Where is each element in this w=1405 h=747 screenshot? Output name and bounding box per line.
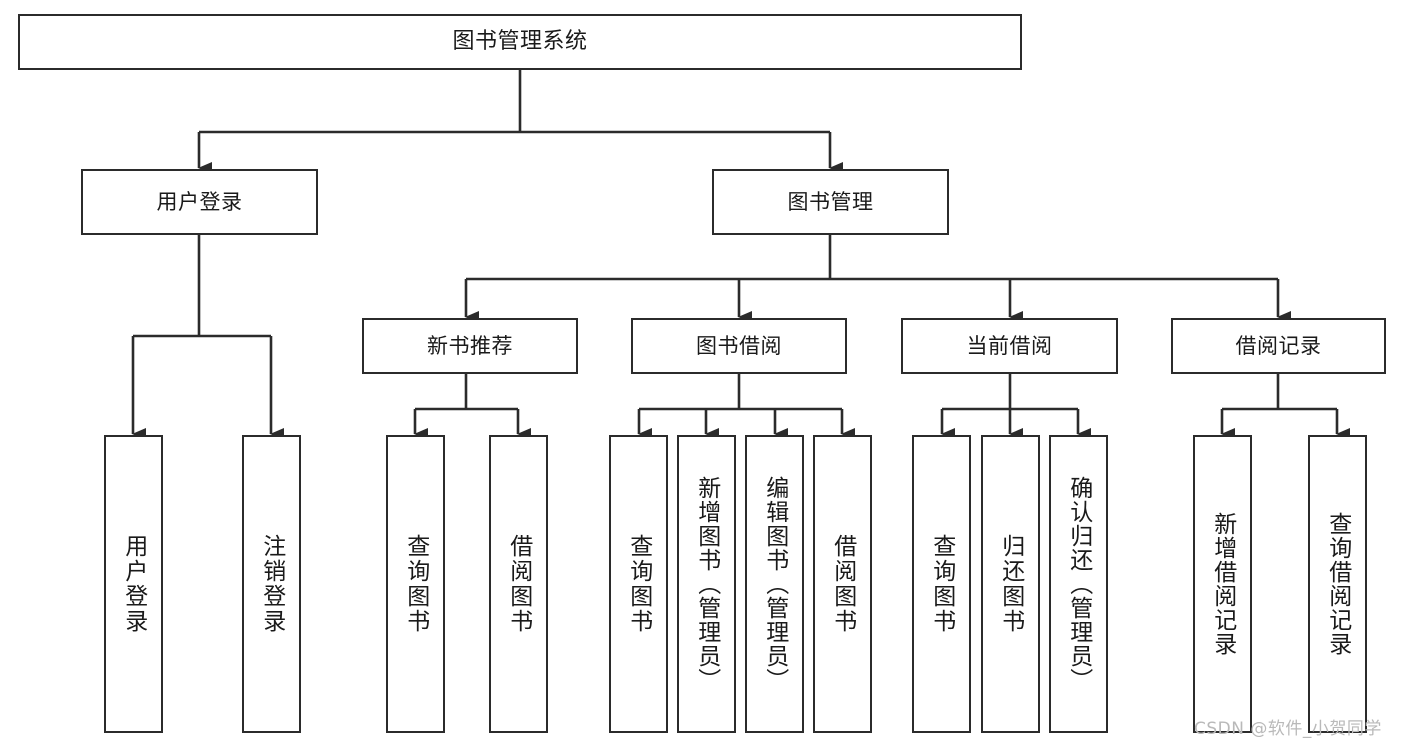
leaf-borrow-borrow-book[interactable]: 借阅图书 [813, 435, 872, 733]
node-label: 查询图书 [928, 534, 955, 634]
node-label: 查询图书 [402, 534, 429, 634]
node-label: 当前借阅 [966, 333, 1053, 358]
node-root-system[interactable]: 图书管理系统 [18, 14, 1022, 70]
leaf-borrow-edit-book-admin[interactable]: 编辑图书（管理员） [745, 435, 804, 733]
node-label: 借阅记录 [1235, 333, 1322, 358]
node-label: 借阅图书 [829, 534, 856, 634]
node-label: 确认归还（管理员） [1065, 476, 1092, 692]
node-label: 图书管理系统 [452, 29, 588, 55]
node-label: 编辑图书（管理员） [761, 476, 788, 692]
leaf-borrow-add-book-admin[interactable]: 新增图书（管理员） [677, 435, 736, 733]
node-label: 用户登录 [120, 534, 147, 634]
node-book-borrow[interactable]: 图书借阅 [631, 318, 847, 374]
node-label: 图书借阅 [696, 333, 782, 358]
node-label: 图书管理 [787, 189, 874, 214]
node-label: 新增图书（管理员） [693, 476, 720, 692]
leaf-current-confirm-return-admin[interactable]: 确认归还（管理员） [1049, 435, 1108, 733]
node-label: 归还图书 [997, 534, 1024, 634]
csdn-watermark: CSDN @软件_小贺同学 [1194, 719, 1382, 739]
node-current-borrow[interactable]: 当前借阅 [901, 318, 1118, 374]
node-book-management[interactable]: 图书管理 [712, 169, 949, 235]
node-label: 新书推荐 [427, 333, 513, 358]
node-label: 查询图书 [625, 534, 652, 634]
leaf-user-logout[interactable]: 注销登录 [242, 435, 301, 733]
leaf-user-login[interactable]: 用户登录 [104, 435, 163, 733]
leaf-recommend-borrow-book[interactable]: 借阅图书 [489, 435, 548, 733]
node-label: 用户登录 [156, 189, 243, 214]
node-new-book-recommend[interactable]: 新书推荐 [362, 318, 578, 374]
node-label: 查询借阅记录 [1324, 512, 1351, 656]
node-borrow-record[interactable]: 借阅记录 [1171, 318, 1386, 374]
leaf-recommend-query-book[interactable]: 查询图书 [386, 435, 445, 733]
node-label: 借阅图书 [505, 534, 532, 634]
leaf-record-query-borrow-record[interactable]: 查询借阅记录 [1308, 435, 1367, 733]
leaf-current-query-book[interactable]: 查询图书 [912, 435, 971, 733]
leaf-borrow-query-book[interactable]: 查询图书 [609, 435, 668, 733]
node-label: 新增借阅记录 [1209, 512, 1236, 656]
leaf-record-add-borrow-record[interactable]: 新增借阅记录 [1193, 435, 1252, 733]
leaf-current-return-book[interactable]: 归还图书 [981, 435, 1040, 733]
node-label: 注销登录 [258, 534, 285, 634]
node-user-login[interactable]: 用户登录 [81, 169, 318, 235]
